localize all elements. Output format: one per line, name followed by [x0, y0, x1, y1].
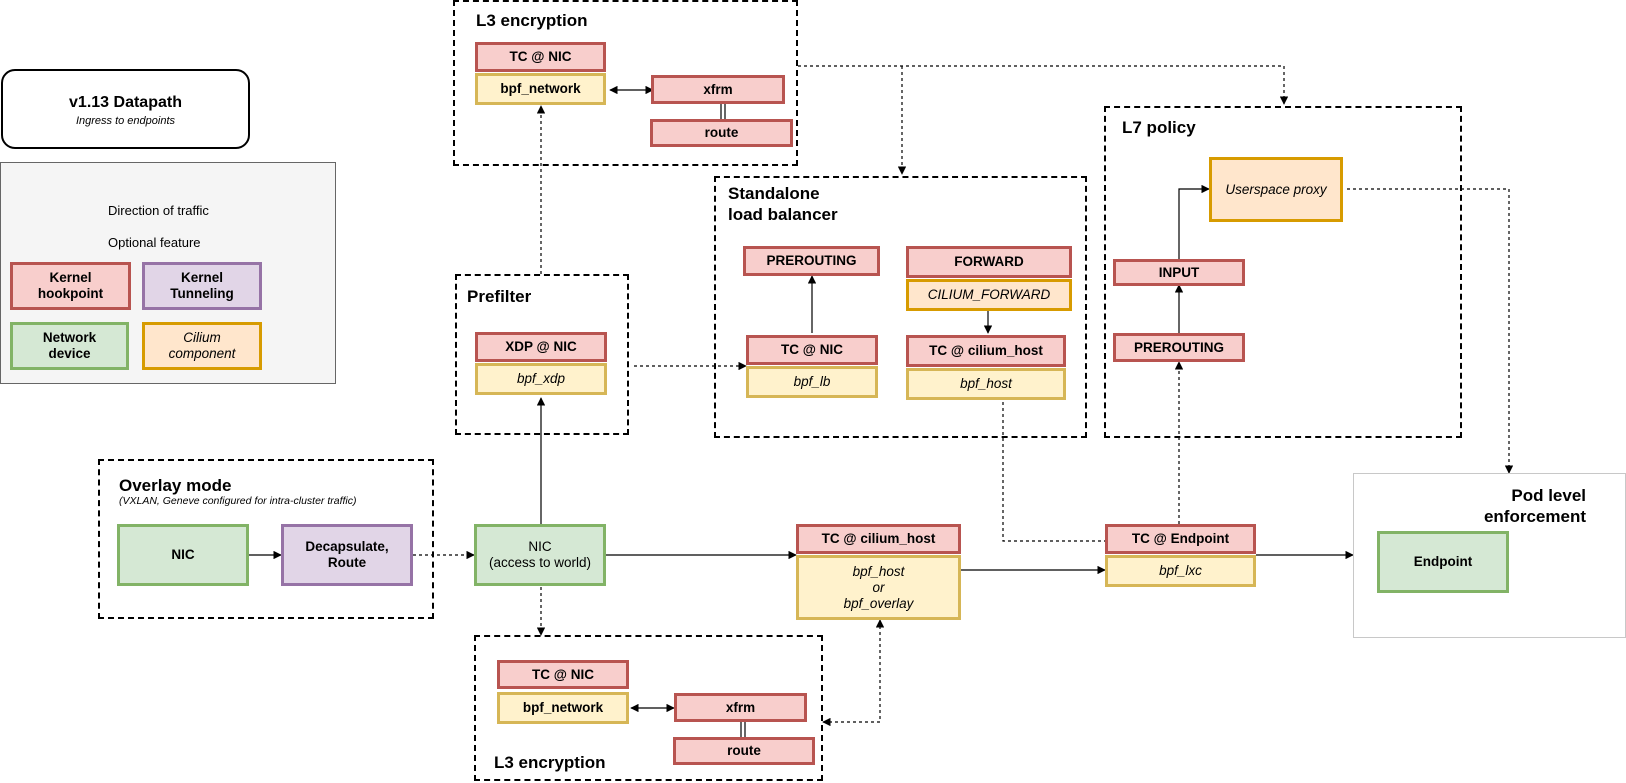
- region-load-balancer: [714, 176, 1087, 438]
- l3-bottom-bpf-network: bpf_network: [497, 692, 629, 724]
- l7-prerouting: PREROUTING: [1113, 333, 1245, 362]
- lb-bpf-lb: bpf_lb: [746, 366, 878, 398]
- edge-proxy-to-pod: [1347, 188, 1514, 474]
- prefilter-bpf-xdp: bpf_xdp: [475, 363, 607, 395]
- title-box: v1.13 Datapath Ingress to endpoints: [1, 69, 250, 149]
- main-bpf-lxc: bpf_lxc: [1105, 555, 1256, 587]
- l3-top-bpf-network: bpf_network: [475, 73, 606, 105]
- l3-top-route: route: [650, 119, 793, 147]
- lb-bpf-host: bpf_host: [906, 368, 1066, 400]
- region-pod-title: Pod level enforcement: [1483, 486, 1586, 526]
- region-overlay-title: Overlay mode: [119, 476, 232, 495]
- region-prefilter: [455, 274, 629, 435]
- lb-cilium-forward: CILIUM_FORWARD: [906, 279, 1072, 311]
- region-prefilter-title: Prefilter: [467, 287, 532, 306]
- l7-input: INPUT: [1113, 259, 1245, 286]
- main-tc-endpoint: TC @ Endpoint: [1105, 524, 1256, 554]
- legend-cilium-component: Cilium component: [142, 322, 262, 370]
- diagram-subtitle: Ingress to endpoints: [75, 115, 176, 127]
- diagram-title: v1.13 Datapath: [69, 94, 182, 111]
- overlay-nic: NIC: [117, 524, 249, 586]
- l3-top-xfrm: xfrm: [651, 75, 785, 104]
- overlay-decapsulate-route: Decapsulate, Route: [281, 524, 413, 586]
- edge-l3-bottom-to-host: [822, 619, 885, 727]
- region-l3-bottom-title: L3 encryption: [494, 753, 606, 772]
- main-tc-cilium-host: TC @ cilium_host: [796, 524, 961, 554]
- lb-forward: FORWARD: [906, 246, 1072, 278]
- region-overlay-subtitle: (VXLAN, Geneve configured for intra-clus…: [119, 495, 357, 507]
- region-l3-top-title: L3 encryption: [476, 11, 588, 30]
- l7-userspace-proxy: Userspace proxy: [1209, 157, 1343, 222]
- lb-tc-nic: TC @ NIC: [746, 335, 878, 365]
- legend-direction-label: Direction of traffic: [108, 203, 209, 218]
- edge-input-to-proxy: [1178, 184, 1210, 259]
- edge-lb-host-to-endpoint: [1002, 402, 1105, 542]
- legend-network-device: Network device: [10, 322, 129, 370]
- region-overlay-mode: [98, 459, 434, 619]
- region-l3-encryption-bottom: [474, 635, 823, 781]
- l3-top-tc-nic: TC @ NIC: [475, 42, 606, 72]
- l3-bottom-xfrm: xfrm: [674, 693, 807, 722]
- legend-kernel-hookpoint: Kernel hookpoint: [10, 262, 131, 310]
- l3-bottom-route: route: [673, 737, 815, 765]
- legend-kernel-tunneling: Kernel Tunneling: [142, 262, 262, 310]
- nic-access-to-world: NIC (access to world): [474, 524, 606, 586]
- region-l7-policy: [1104, 106, 1462, 438]
- region-l7-title: L7 policy: [1122, 118, 1196, 137]
- main-bpf-host-or-overlay: bpf_host or bpf_overlay: [796, 555, 961, 620]
- l3-bottom-tc-nic: TC @ NIC: [497, 660, 629, 689]
- legend-optional-label: Optional feature: [108, 235, 201, 250]
- prefilter-xdp-nic: XDP @ NIC: [475, 332, 607, 362]
- lb-prerouting: PREROUTING: [743, 246, 880, 276]
- edge-l3-top-to-l7: [798, 65, 1289, 105]
- lb-tc-cilium-host: TC @ cilium_host: [906, 335, 1066, 367]
- pod-endpoint: Endpoint: [1377, 531, 1509, 593]
- region-lb-title: Standalone load balancer: [728, 184, 838, 224]
- region-l3-encryption-top: [453, 0, 798, 166]
